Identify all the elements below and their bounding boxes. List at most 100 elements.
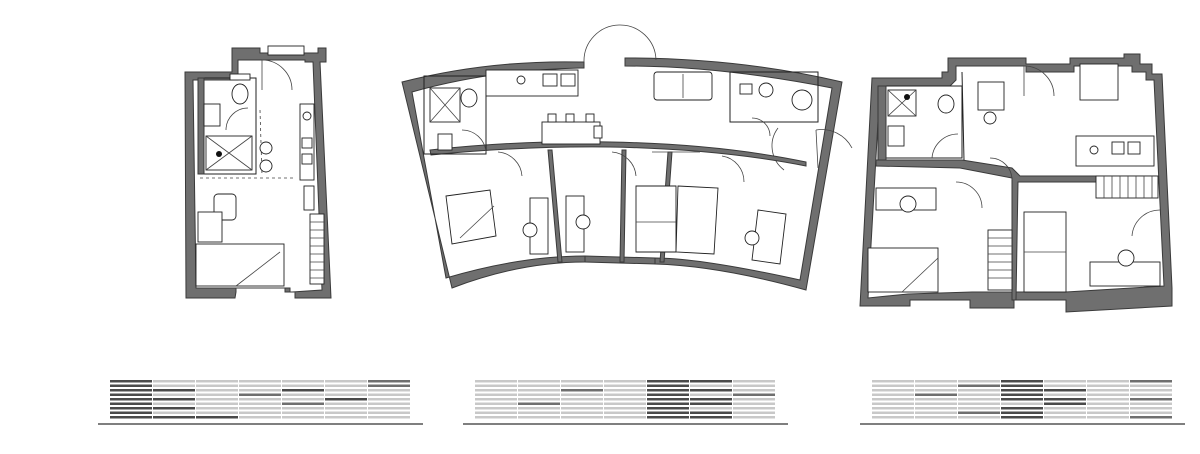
stacking-bar-segment [872, 411, 914, 414]
stacking-bar-segment [733, 398, 775, 401]
bed-icon [195, 243, 285, 287]
bedroom-door-swing [721, 155, 745, 183]
stacking-bar-segment [1087, 389, 1129, 392]
stacking-bar-segment [1044, 402, 1086, 405]
stacking-bar-segment [733, 402, 775, 405]
sink-icon [887, 125, 905, 147]
cluster-entry-door [583, 24, 657, 63]
bed-icon [867, 247, 939, 293]
stacking-bar-segment [153, 416, 195, 419]
stacking-bar-segment [561, 402, 603, 405]
stacking-bar-segment [475, 389, 517, 392]
stacking-bar-segment [196, 411, 238, 414]
kitchen-sink-icon [1127, 141, 1141, 155]
kitchen-sink-icon [560, 73, 576, 87]
stacking-bar-segment [1087, 407, 1129, 410]
stacking-bar-segment [368, 380, 410, 383]
stacking-bar-segment [733, 416, 775, 419]
kitchen-sink-icon [301, 137, 313, 149]
stacking-bar-segment [604, 389, 646, 392]
sink-icon [203, 103, 221, 127]
wardrobe-icon [1095, 175, 1159, 199]
stacking-bar-segment [153, 380, 195, 383]
studio-window [267, 45, 305, 56]
stacking-bar-segment [690, 389, 732, 392]
stacking-bar-segment [368, 416, 410, 419]
stacking-bar-segment [647, 411, 689, 414]
stacking-bar-segment [282, 407, 324, 410]
stacking-bar-segment [561, 411, 603, 414]
stacking-bar-segment [110, 416, 152, 419]
stacking-bar-segment [733, 384, 775, 387]
chair-icon [983, 111, 997, 125]
stacking-bar-segment [872, 402, 914, 405]
chair-icon [744, 230, 760, 246]
stacking-bar-segment [196, 380, 238, 383]
stacking-bar-segment [282, 384, 324, 387]
stool-icon [259, 141, 273, 155]
stacking-bar-segment [604, 402, 646, 405]
stacking-bar-segment [647, 393, 689, 396]
shower-cross-icon [887, 89, 917, 117]
stacking-bar-segment [1130, 389, 1172, 392]
studio-outer-wall [184, 47, 332, 299]
stacking-bar-segment [325, 380, 367, 383]
stacking-bar-segment [518, 402, 560, 405]
bathroom-wall [877, 85, 887, 165]
stacking-bar-segment [196, 384, 238, 387]
stacking-bar-segment [1044, 411, 1086, 414]
stacking-bar-segment [518, 416, 560, 419]
laundry-room [729, 71, 819, 123]
sink-icon [437, 133, 453, 151]
stacking-bar-segment [561, 398, 603, 401]
stacking-bar-segment [872, 407, 914, 410]
stacking-bar-segment [325, 411, 367, 414]
stacking-bar-segment [153, 402, 195, 405]
balcony-door-2 [771, 127, 785, 171]
stacking-bar-segment [153, 389, 195, 392]
stacking-bar-segment [690, 384, 732, 387]
stacking-bar-segment [690, 416, 732, 419]
stacking-bar-segment [1001, 384, 1043, 387]
stacking-bar-segment [110, 380, 152, 383]
stacking-bar-segment [475, 384, 517, 387]
stacking-bar-segment [1130, 384, 1172, 387]
stacking-bar-segment [325, 393, 367, 396]
armchair-icon [1079, 63, 1119, 101]
stacking-bar-segment [1001, 416, 1043, 419]
stacking-bar-segment [1130, 402, 1172, 405]
hob-icon [1089, 145, 1099, 155]
stacking-bar-segment [872, 398, 914, 401]
stacking-bar-segment [690, 402, 732, 405]
stacking-bar-segment [368, 411, 410, 414]
bedroom-door-swing [611, 151, 637, 177]
stacking-bar-segment [958, 384, 1000, 387]
stacking-bar-segment [475, 411, 517, 414]
stacking-diagram [463, 380, 788, 425]
shower-cross-icon [429, 87, 461, 123]
stacking-bar-segment [282, 393, 324, 396]
stacking-bar-segment [110, 402, 152, 405]
stacking-bar-segment [872, 416, 914, 419]
stacking-bar-segment [958, 380, 1000, 383]
stacking-bar-segment [647, 416, 689, 419]
stacking-bar-segment [282, 389, 324, 392]
stacking-bar-segment [604, 384, 646, 387]
cluster-bathroom [423, 75, 487, 155]
stacking-bar-segment [1087, 402, 1129, 405]
radiator-icon [309, 213, 325, 285]
stacking-bar-segment [110, 393, 152, 396]
hob-icon [302, 111, 312, 121]
stacking-bar-segment [110, 407, 152, 410]
stacking-bar-segment [604, 398, 646, 401]
stacking-bar-segment [110, 384, 152, 387]
stacking-bar-segment [1001, 393, 1043, 396]
stacking-bar-segment [239, 380, 281, 383]
kitchen-sink-icon [542, 73, 558, 87]
stacking-bar-segment [872, 393, 914, 396]
stacking-bar-segment [475, 416, 517, 419]
stacking-bar-segment [1044, 380, 1086, 383]
bed-sheet-fold [901, 257, 939, 293]
corridor-wall [875, 159, 1157, 301]
stacking-bar-segment [518, 384, 560, 387]
